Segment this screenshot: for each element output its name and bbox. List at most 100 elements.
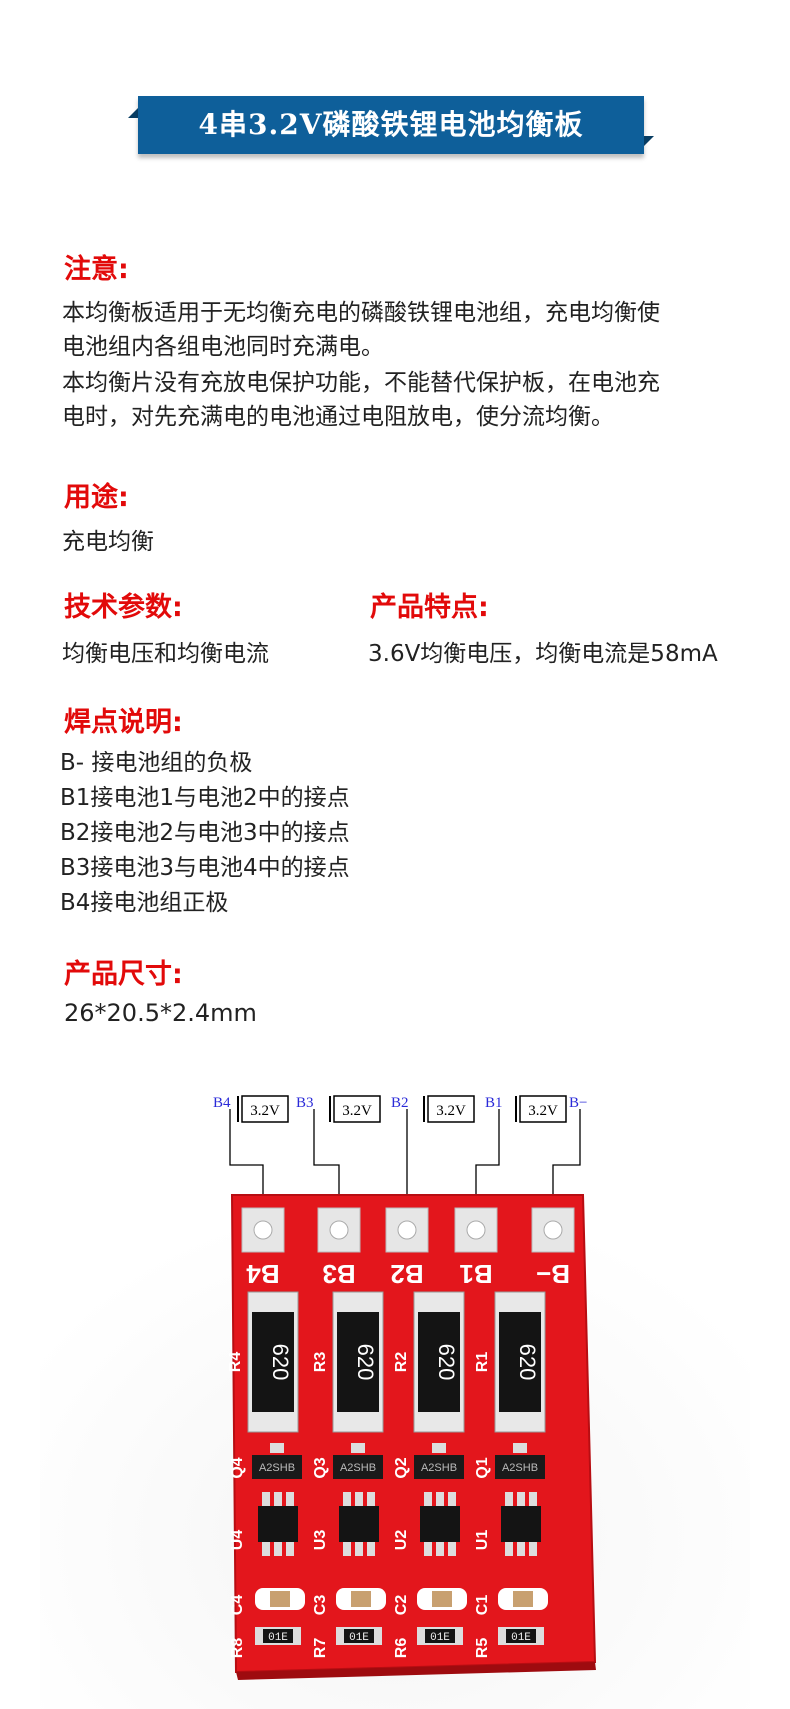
ref-label: C4: [229, 1595, 246, 1616]
page-title: 4串3.2V磷酸铁锂电池均衡板: [198, 108, 584, 141]
small-resistor: 01E: [255, 1627, 301, 1645]
cell-voltage-label: 3.2V: [436, 1103, 466, 1119]
ic-chip: [258, 1492, 298, 1556]
small-resistor: 01E: [498, 1627, 544, 1645]
terminal-label: B−: [569, 1095, 587, 1111]
ic-chip: [339, 1492, 379, 1556]
size-text: 26*20.5*2.4mm: [64, 999, 257, 1027]
cell-voltage-label: 3.2V: [342, 1103, 372, 1119]
small-resistor-row: 01E 01E 01E 01E: [255, 1627, 544, 1645]
transistor: A2SHB: [252, 1443, 302, 1479]
resistor-code: 620: [268, 1344, 293, 1381]
capacitor: [336, 1588, 386, 1610]
ic-chip: [420, 1492, 460, 1556]
notice-line-2: 电池组内各组电池同时充满电。: [62, 334, 384, 360]
transistor-row: A2SHB A2SHB A2SHB A2SHB: [252, 1443, 545, 1479]
ref-label: R1: [474, 1352, 491, 1373]
ref-label: C2: [393, 1595, 410, 1616]
solder-item: B3接电池3与电池4中的接点: [60, 855, 350, 881]
pad-label: B4: [246, 1259, 280, 1289]
cell-voltage-label: 3.2V: [250, 1103, 280, 1119]
notice-line-3: 本均衡片没有充放电保护功能，不能替代保护板，在电池充: [62, 370, 660, 396]
ref-label: R2: [393, 1352, 410, 1373]
wiring-diagram: B4 B3 B2 B1 B− 3.2V 3.2V 3.2V 3.2V: [213, 1095, 587, 1230]
solder-item: B4接电池组正极: [60, 890, 229, 916]
resistor: 620: [494, 1291, 546, 1433]
specs-text: 均衡电压和均衡电流: [62, 641, 269, 667]
terminal-label: B4: [213, 1095, 231, 1111]
ref-label: U1: [474, 1530, 491, 1551]
capacitor: [498, 1588, 548, 1610]
small-resistor-code: 01E: [349, 1632, 369, 1644]
specs-heading: 技术参数:: [64, 592, 183, 623]
ref-label: Q4: [229, 1457, 246, 1478]
small-resistor-code: 01E: [268, 1632, 288, 1644]
terminal-label: B1: [485, 1095, 503, 1111]
ref-label: U4: [229, 1530, 246, 1551]
terminal-label: B3: [296, 1095, 314, 1111]
product-photo: B4 B3 B2 B1 B− 3.2V 3.2V 3.2V 3.2V: [40, 1095, 750, 1709]
notice-heading: 注意:: [64, 254, 129, 285]
ref-label: C1: [474, 1595, 491, 1616]
transistor: A2SHB: [414, 1443, 464, 1479]
features-text: 3.6V均衡电压，均衡电流是58mA: [368, 641, 718, 667]
small-resistor: 01E: [417, 1627, 463, 1645]
small-resistor: 01E: [336, 1627, 382, 1645]
resistor: 620: [413, 1291, 465, 1433]
pad-label: B3: [322, 1259, 355, 1289]
battery-cell: 3.2V: [515, 1095, 567, 1123]
ic-row: [258, 1492, 541, 1556]
ref-label: R8: [229, 1638, 246, 1659]
transistor: A2SHB: [495, 1443, 545, 1479]
ref-label: Q1: [474, 1457, 491, 1478]
solder-item: B- 接电池组的负极: [60, 750, 253, 776]
solder-item: B2接电池2与电池3中的接点: [60, 820, 350, 846]
usage-text: 充电均衡: [62, 529, 154, 555]
notice-line-4: 电时，对先充满电的电池通过电阻放电，使分流均衡。: [62, 404, 614, 430]
ref-label: Q2: [393, 1457, 410, 1478]
transistor-mark: A2SHB: [502, 1462, 538, 1474]
ref-label: R4: [227, 1352, 244, 1373]
size-heading: 产品尺寸:: [64, 959, 183, 990]
notice-line-1: 本均衡板适用于无均衡充电的磷酸铁锂电池组，充电均衡使: [62, 300, 660, 326]
capacitor-row: [255, 1588, 548, 1610]
ref-label: R6: [393, 1638, 410, 1659]
ref-label: Q3: [312, 1457, 329, 1478]
ref-label: R7: [312, 1638, 329, 1659]
ref-label: U2: [393, 1530, 410, 1551]
solder-item: B1接电池1与电池2中的接点: [60, 785, 350, 811]
cell-voltage-label: 3.2V: [528, 1103, 558, 1119]
transistor-mark: A2SHB: [421, 1462, 457, 1474]
battery-cell: 3.2V: [329, 1095, 381, 1123]
ref-label: C3: [312, 1595, 329, 1616]
battery-cell: 3.2V: [237, 1095, 289, 1123]
pad-label: B1: [459, 1259, 492, 1289]
resistor: 620: [332, 1291, 384, 1433]
ref-label: R3: [312, 1352, 329, 1373]
usage-heading: 用途:: [64, 482, 129, 513]
transistor: A2SHB: [333, 1443, 383, 1479]
resistor: 620: [247, 1291, 299, 1433]
pad-label: B−: [536, 1259, 570, 1289]
transistor-mark: A2SHB: [340, 1462, 376, 1474]
ref-label: R5: [474, 1638, 491, 1659]
battery-cell: 3.2V: [423, 1095, 475, 1123]
pad-label: B2: [390, 1259, 423, 1289]
transistor-mark: A2SHB: [259, 1462, 295, 1474]
solder-heading: 焊点说明:: [64, 707, 183, 738]
ic-chip: [501, 1492, 541, 1556]
resistor-code: 620: [434, 1344, 459, 1381]
resistor-row: 620 620 620 620: [247, 1291, 546, 1433]
banner-fold-left: [128, 108, 138, 118]
title-banner: 4串3.2V磷酸铁锂电池均衡板: [128, 96, 654, 154]
small-resistor-code: 01E: [430, 1632, 450, 1644]
features-heading: 产品特点:: [370, 592, 489, 623]
resistor-code: 620: [515, 1344, 540, 1381]
solder-pad-row: [241, 1207, 575, 1253]
terminal-label: B2: [391, 1095, 409, 1111]
banner-fold-right: [644, 136, 654, 146]
capacitor: [417, 1588, 467, 1610]
ref-label: U3: [312, 1530, 329, 1551]
pcb-board: B4 B3 B2 B1 B− 620 620 620: [227, 1194, 597, 1680]
capacitor: [255, 1588, 305, 1610]
